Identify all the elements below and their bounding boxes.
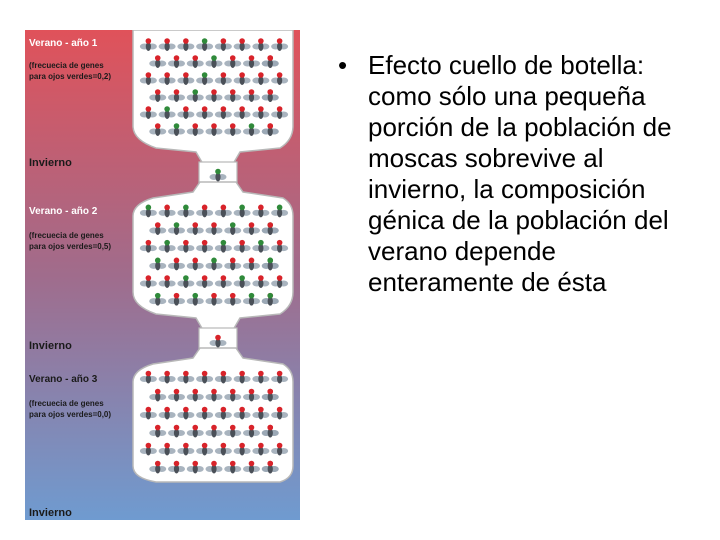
summer-label-3: Verano - año 3 (29, 374, 98, 385)
winter-label-1: Invierno (29, 157, 72, 169)
winter-label-3: Invierno (29, 507, 72, 519)
winter-label-2: Invierno (29, 340, 72, 352)
summer-label-2: Verano - año 2 (29, 206, 98, 217)
bullet-item: • Efecto cuello de botella: como sólo un… (338, 50, 708, 298)
freq-label-1b: para ojos verdes=0,2) (29, 72, 111, 81)
freq-label-2a: (frecuecia de genes (29, 231, 104, 240)
freq-label-3b: para ojos verdes=0,0) (29, 410, 111, 419)
freq-label-2b: para ojos verdes=0,5) (29, 242, 111, 251)
bottleneck-diagram: Verano - año 1 (frecuecia de genes para … (25, 30, 300, 520)
freq-label-1a: (frecuecia de genes (29, 61, 104, 70)
bullet-dot-icon: • (338, 50, 368, 81)
freq-label-3a: (frecuecia de genes (29, 399, 104, 408)
summer-label-1: Verano - año 1 (29, 38, 98, 49)
bottle-2 (133, 182, 293, 330)
bottleneck-figure: Verano - año 1 (frecuecia de genes para … (25, 30, 300, 520)
bullet-paragraph: Efecto cuello de botella: como sólo una … (368, 50, 698, 298)
bullet-text-block: • Efecto cuello de botella: como sólo un… (338, 50, 708, 298)
